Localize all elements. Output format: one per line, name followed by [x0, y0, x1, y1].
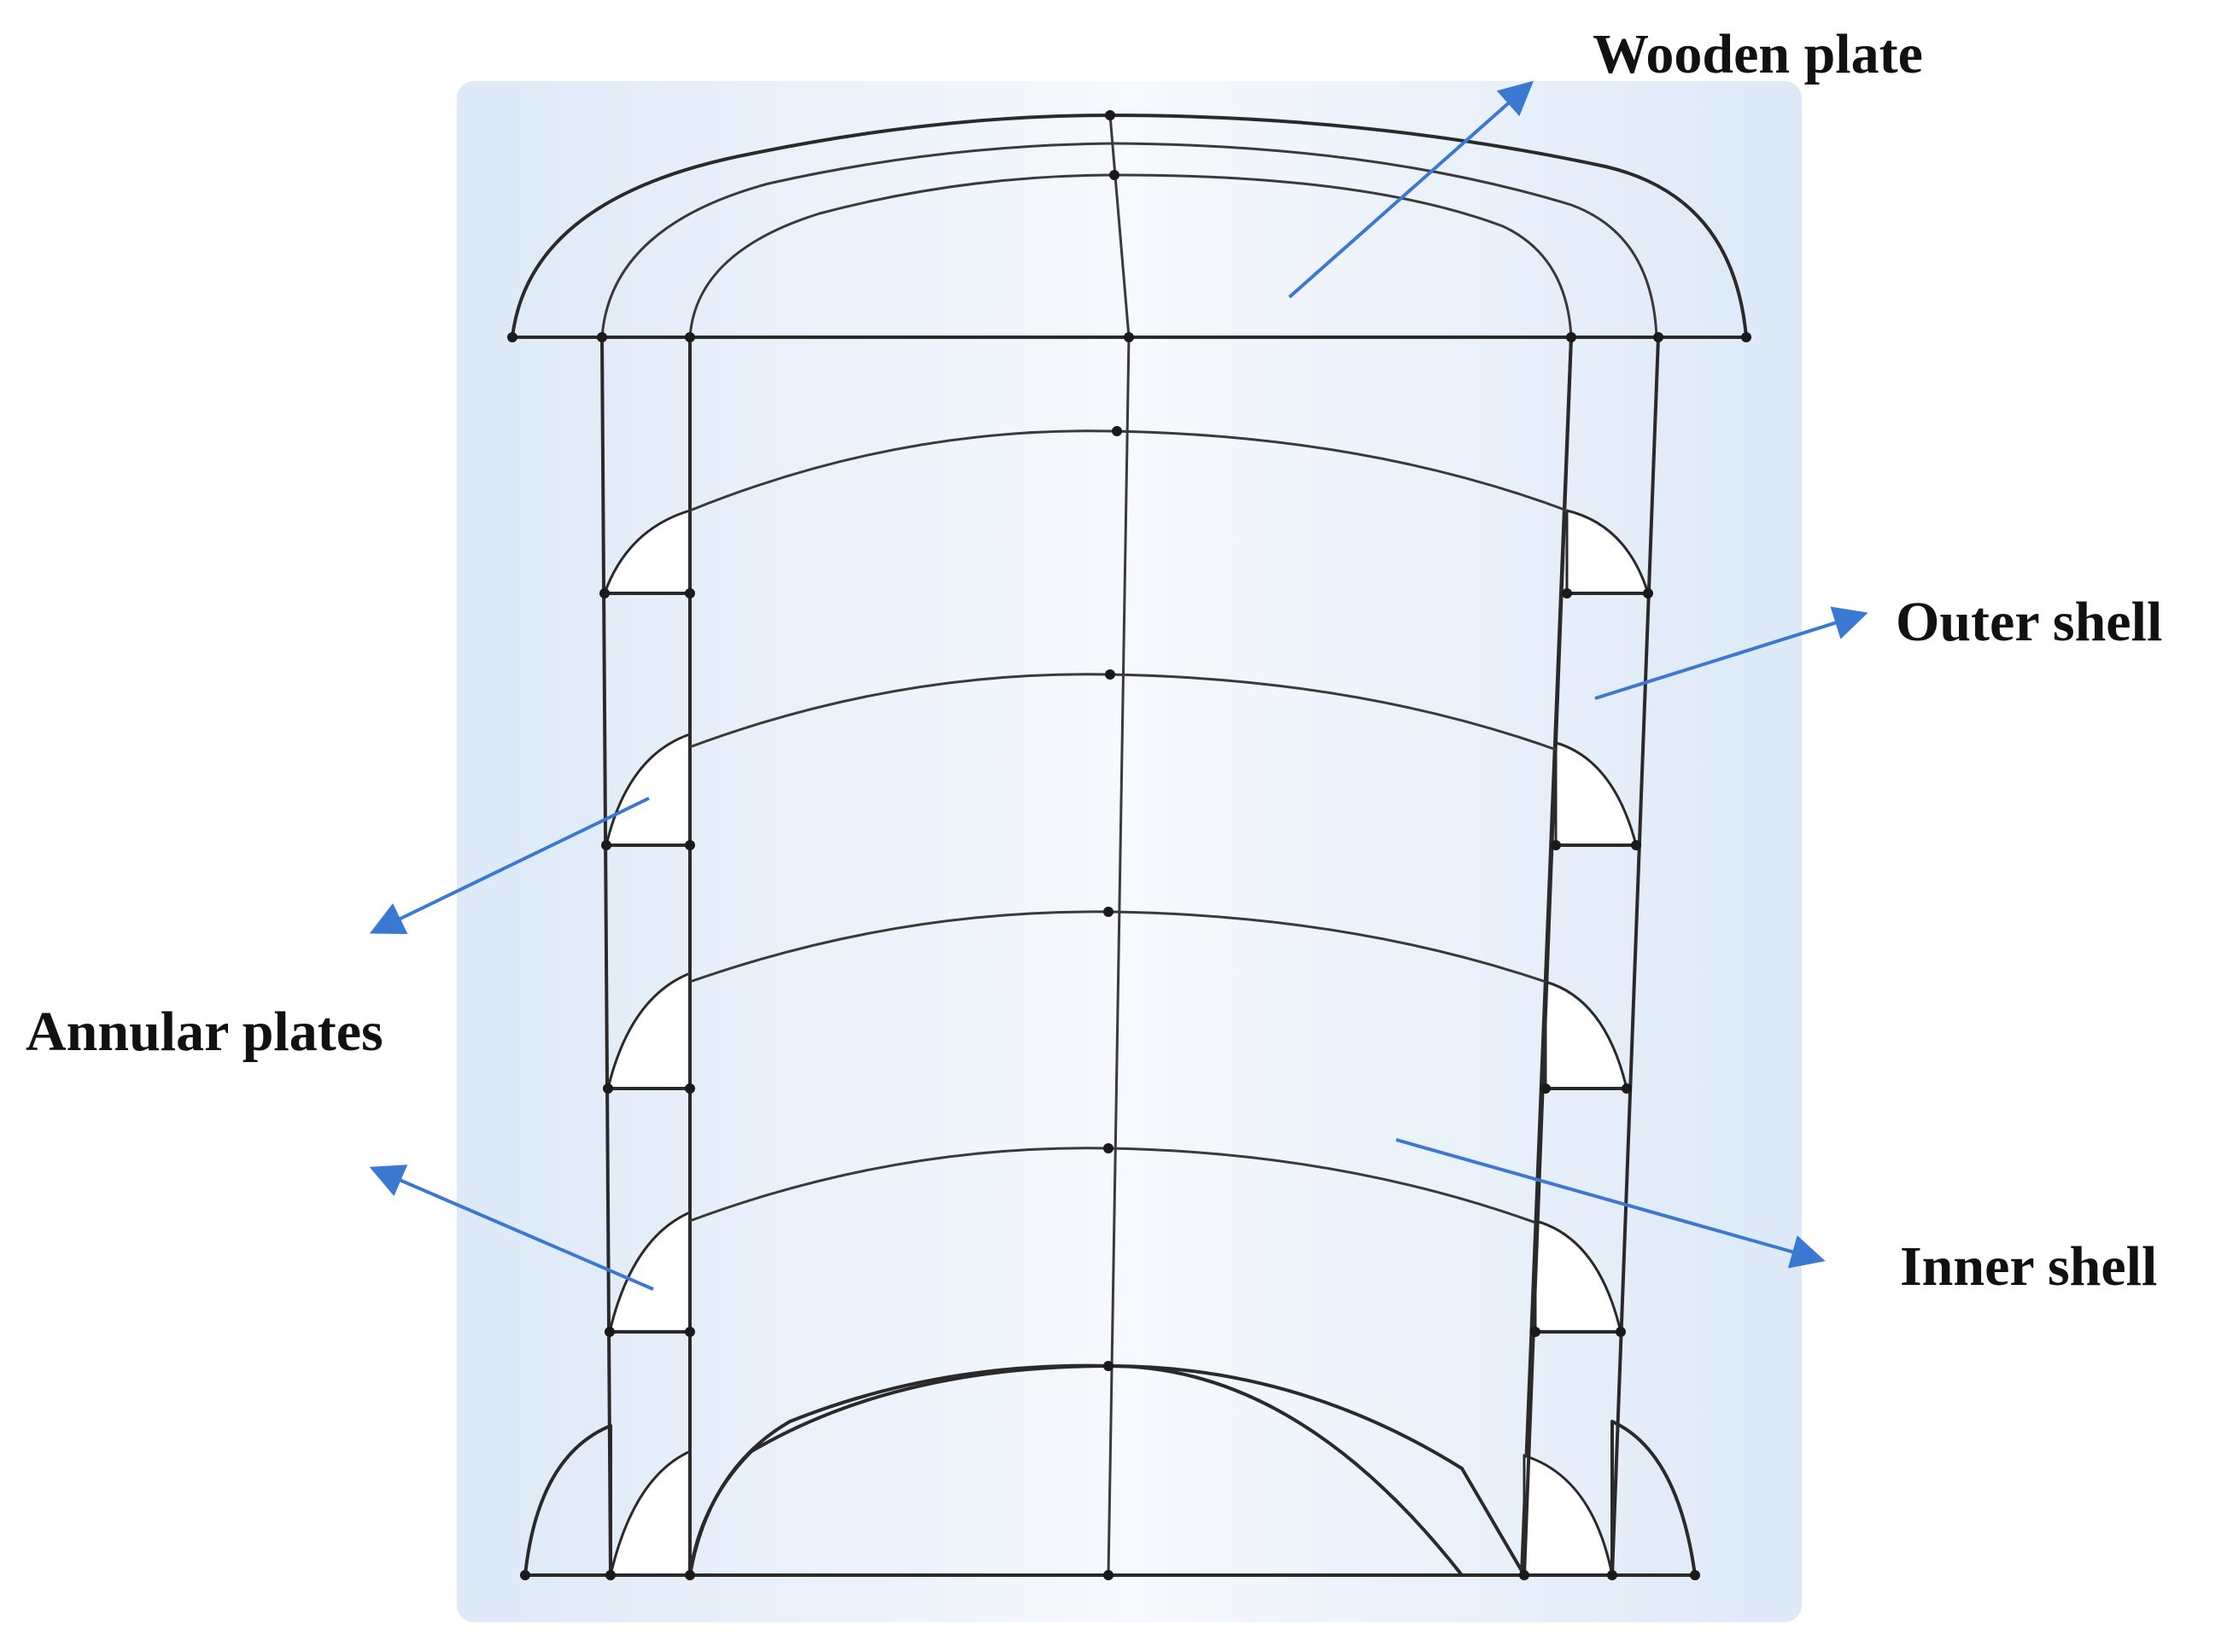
arrow-inner-shell: [1395, 1138, 1826, 1269]
arrow-wooden-plate: [1288, 80, 1534, 299]
label-wooden-plate: Wooden plate: [1593, 23, 1923, 85]
annular-plate-right-5: [1523, 1453, 1614, 1577]
arrow-annular-plates-upper: [369, 797, 650, 935]
annular-plate-right-3: [1544, 980, 1628, 1090]
label-annular-plates: Annular plates: [26, 1001, 383, 1063]
annular-plate-right-4: [1534, 1219, 1622, 1334]
label-inner-shell: Inner shell: [1900, 1235, 2157, 1298]
annular-plate-gaps: [602, 508, 1651, 1577]
mesh-nodes: [507, 110, 1751, 1580]
label-outer-shell: Outer shell: [1896, 591, 2162, 653]
annular-plate-right-1: [1565, 509, 1651, 595]
background-panel: [457, 81, 1802, 1622]
annular-plate-right-2: [1554, 740, 1638, 847]
annular-plate-edges: [605, 592, 1648, 1334]
arrow-annular-plates-lower: [369, 1165, 654, 1291]
inner-shell: [688, 336, 1573, 1577]
arrow-outer-shell: [1594, 606, 1868, 700]
annotation-arrows: [369, 80, 1868, 1291]
